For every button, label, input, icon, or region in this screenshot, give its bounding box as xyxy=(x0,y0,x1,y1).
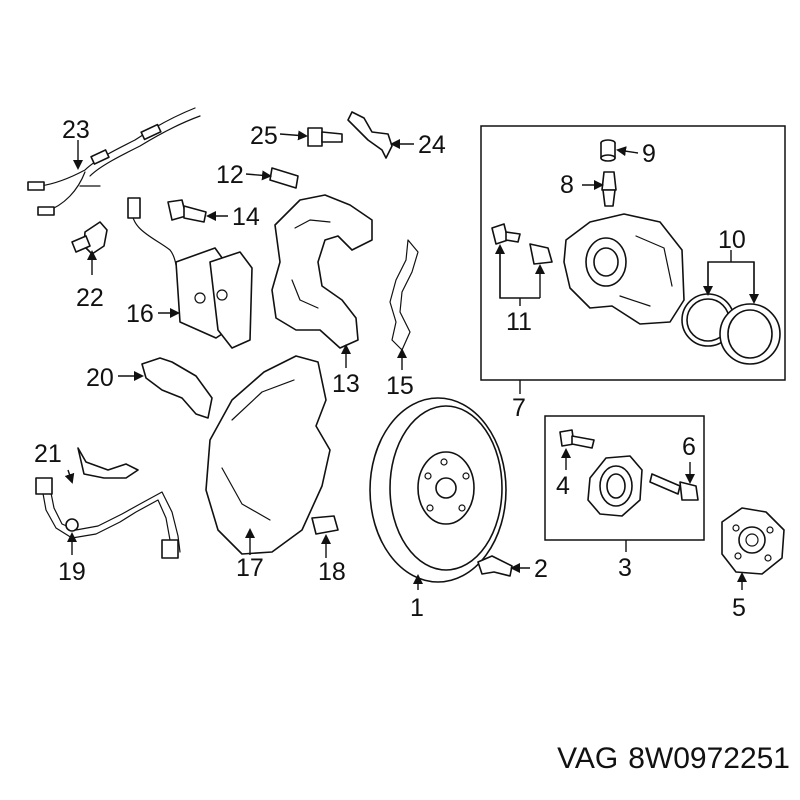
part-number: 8W0972251 xyxy=(628,742,790,775)
wheel-bearing xyxy=(587,455,643,517)
callout-7: 7 xyxy=(512,394,526,422)
wiring-harness xyxy=(27,107,201,216)
anti-rattle-spring xyxy=(389,239,419,351)
brake-disc xyxy=(369,397,507,583)
bleeder-screw xyxy=(601,171,617,207)
callout-13: 13 xyxy=(332,370,360,398)
leader-lines xyxy=(64,130,759,590)
bleeder-cap xyxy=(600,139,616,162)
sensor-wire-bracket xyxy=(347,111,393,159)
caliper-carrier xyxy=(271,194,373,349)
callout-20: 20 xyxy=(86,364,114,392)
callout-23: 23 xyxy=(62,116,90,144)
callout-1: 1 xyxy=(410,594,424,622)
guide-pin xyxy=(269,167,299,189)
callout-18: 18 xyxy=(318,558,346,586)
dust-shield xyxy=(205,355,331,555)
caliper-group-box xyxy=(480,125,786,381)
callout-22: 22 xyxy=(76,284,104,312)
caliper-housing xyxy=(563,213,685,325)
bolt-25 xyxy=(307,127,343,147)
caliper-guide-bolt xyxy=(491,223,553,265)
callout-8: 8 xyxy=(560,171,574,199)
callout-21: 21 xyxy=(34,440,62,468)
callout-16: 16 xyxy=(126,300,154,328)
callout-25: 25 xyxy=(250,122,278,150)
callout-10: 10 xyxy=(718,226,746,254)
brake-line-bracket xyxy=(141,357,213,419)
abs-speed-sensor xyxy=(71,221,108,255)
hub-group-box xyxy=(544,415,705,541)
callout-6: 6 xyxy=(682,433,696,461)
bolt-14 xyxy=(167,199,207,223)
callout-24: 24 xyxy=(418,131,446,159)
callout-14: 14 xyxy=(232,203,260,231)
callout-4: 4 xyxy=(556,472,570,500)
callout-labels: 23 22 25 24 12 14 16 20 21 19 17 18 13 1… xyxy=(34,116,746,622)
callout-9: 9 xyxy=(642,140,656,168)
part-caption: VAG 8W0972251 xyxy=(500,742,790,776)
axle-bolt xyxy=(649,473,699,501)
bolt-18 xyxy=(311,515,339,535)
callout-12: 12 xyxy=(216,161,244,189)
callout-19: 19 xyxy=(58,558,86,586)
callout-2: 2 xyxy=(534,555,548,583)
callout-11: 11 xyxy=(506,308,532,336)
hub-bolt xyxy=(559,429,595,449)
callout-5: 5 xyxy=(732,594,746,622)
callout-17: 17 xyxy=(236,554,264,582)
callout-15: 15 xyxy=(386,372,414,400)
brand-label: VAG xyxy=(557,742,619,775)
callout-3: 3 xyxy=(618,554,632,582)
disc-screw xyxy=(477,555,513,577)
brake-pads xyxy=(127,197,253,349)
caliper-seals xyxy=(681,293,781,365)
wheel-hub xyxy=(721,507,785,575)
brake-hose xyxy=(35,447,181,559)
